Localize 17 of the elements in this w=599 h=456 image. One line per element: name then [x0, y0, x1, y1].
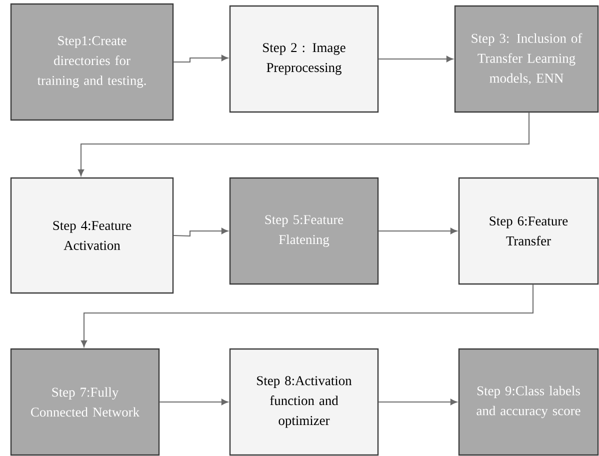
arrow — [378, 398, 458, 406]
step-box: Step1:Create directories for training and testing. — [10, 3, 174, 121]
arrow — [173, 228, 228, 236]
arrow — [378, 56, 454, 62]
arrow — [173, 54, 228, 62]
step-box: Step 3: Inclusion of Transfer Learning models, ENN — [454, 5, 599, 113]
step-box: Step 2 : Image Preprocessing — [229, 5, 379, 113]
step-box: Step 4:Feature Activation — [10, 177, 174, 294]
step-box: Step 9:Class labels and accuracy score — [458, 348, 599, 456]
arrow — [159, 398, 228, 406]
arrow — [378, 228, 458, 234]
step-box: Step 6:Feature Transfer — [458, 177, 599, 285]
arrow — [78, 112, 530, 176]
arrow — [80, 284, 534, 348]
step-box: Step 5:Feature Flatening — [229, 177, 379, 285]
step-box: Step 7:Fully Connected Network — [10, 348, 160, 456]
step-box: Step 8:Activation function and optimizer — [229, 348, 379, 456]
